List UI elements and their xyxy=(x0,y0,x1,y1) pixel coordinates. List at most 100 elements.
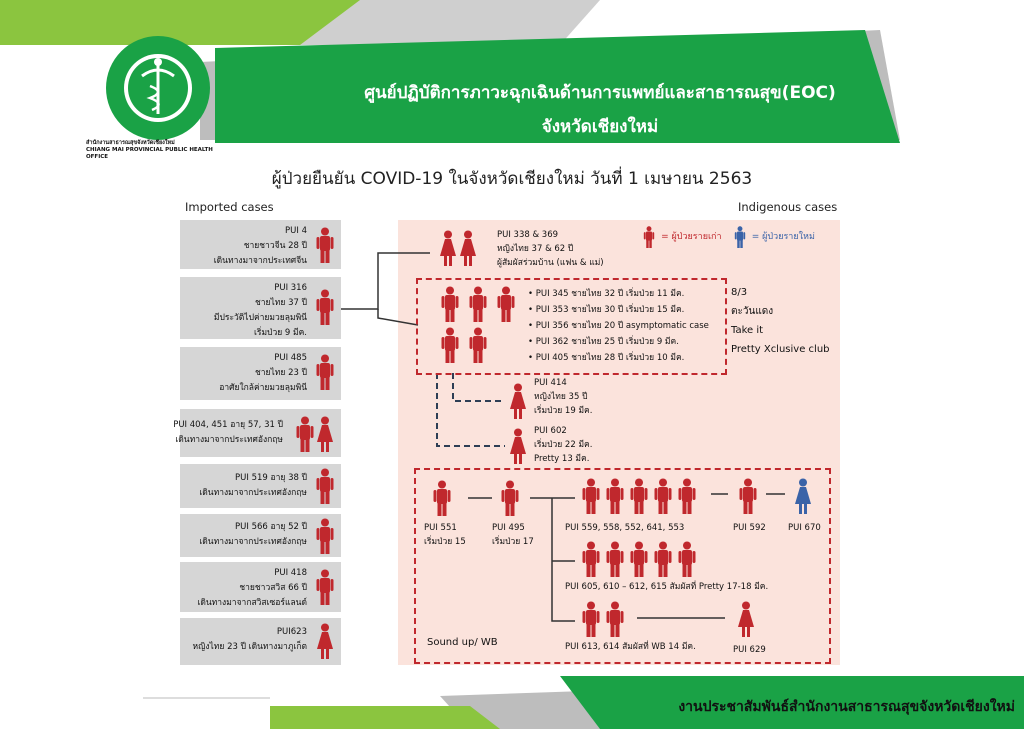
logo-caption: สำนักงานสาธารณสุขจังหวัดเชียงใหม่ CHIANG… xyxy=(86,140,226,161)
male-person-icon xyxy=(677,541,697,577)
case-line: PUI623 xyxy=(276,627,307,637)
female-person-icon xyxy=(315,416,335,452)
venue-list: 8/3 ตะวันแดง Take it Pretty Xclusive clu… xyxy=(731,283,830,359)
imported-case-pui566: PUI 566 อายุ 52 ปี เดินทางมาจากประเทศอัง… xyxy=(180,514,341,557)
case-line: เดินทางมาจากประเทศอังกฤษ xyxy=(199,488,307,498)
case-line: PUI 485 xyxy=(274,353,307,363)
pui551-line: เริ่มป่วย 15 xyxy=(424,537,466,547)
boxing-cluster-list: • PUI 345 ชายไทย 32 ปี เริ่มป่วย 11 มีค.… xyxy=(528,286,709,366)
case-414-line: PUI 414 xyxy=(534,378,567,388)
person-icons xyxy=(315,623,335,663)
male-person-icon xyxy=(315,468,335,504)
banner-title: ศูนย์ปฏิบัติการภาวะฉุกเฉินด้านการแพทย์แล… xyxy=(300,76,900,144)
logo-caption-thai: สำนักงานสาธารณสุขจังหวัดเชียงใหม่ xyxy=(86,140,175,146)
case-602-line: Pretty 13 มีค. xyxy=(534,454,590,464)
case-414-text: PUI 414 หญิงไทย 35 ปี เริ่มป่วย 19 มีค. xyxy=(534,376,592,418)
case-line: PUI 404, 451 อายุ 57, 31 ปี xyxy=(173,420,283,430)
family-line: PUI 338 & 369 xyxy=(497,230,559,240)
pui495-line: เริ่มป่วย 17 xyxy=(492,537,534,547)
connector-495-group3 xyxy=(551,498,575,622)
boxing-case-text: PUI 356 ชายไทย 20 ปี asymptomatic case xyxy=(535,321,709,331)
case-line: เดินทางมาจากประเทศจีน xyxy=(213,256,307,266)
female-person-icon xyxy=(736,601,756,637)
case-line: ชายไทย 37 ปี xyxy=(255,298,307,308)
case-line: ชายชาวจีน 28 ปี xyxy=(243,241,307,251)
boxing-cluster-figures-row1 xyxy=(440,286,516,326)
person-icons xyxy=(315,354,335,394)
case-line: ชายชาวสวิส 66 ปี xyxy=(239,583,307,593)
case-414-line: เริ่มป่วย 19 มีค. xyxy=(534,406,593,416)
imported-case-pui316: PUI 316 ชายไทย 37 ปี มีประวัติไปค่ายมวยล… xyxy=(180,277,341,339)
imported-heading: Imported cases xyxy=(185,200,274,214)
group2-figures xyxy=(581,541,697,581)
case-line: เดินทางมาจากประเทศอังกฤษ xyxy=(199,537,307,547)
dashed-connector-602 xyxy=(436,373,505,447)
person-icons xyxy=(315,468,335,508)
footer-light-band xyxy=(270,706,500,729)
boxing-case: • PUI 345 ชายไทย 32 ปี เริ่มป่วย 11 มีค. xyxy=(528,289,685,299)
case-602-text: PUI 602 เริ่มป่วย 22 มีค. Pretty 13 มีค. xyxy=(534,424,592,466)
person-icons xyxy=(315,518,335,558)
boxing-case: • PUI 356 ชายไทย 20 ปี asymptomatic case xyxy=(528,321,709,331)
case-lines: PUI 566 อายุ 52 ปี เดินทางมาจากประเทศอัง… xyxy=(199,520,307,550)
venue-item: 8/3 xyxy=(731,287,748,298)
banner-title-line2: จังหวัดเชียงใหม่ xyxy=(541,117,659,137)
pui592-figure xyxy=(738,478,758,518)
group3-label: PUI 613, 614 สัมผัสที่ WB 14 มีค. xyxy=(565,642,696,652)
case-lines: PUI 485 ชายไทย 23 ปี อาศัยใกล้ค่ายมวยลุม… xyxy=(219,351,307,396)
case-line: หญิงไทย 23 ปี เดินทางมาภูเก็ต xyxy=(192,642,307,652)
venue-item: Take it xyxy=(731,325,764,336)
female-person-icon xyxy=(315,623,335,659)
male-person-icon xyxy=(295,416,315,452)
imported-case-pui485: PUI 485 ชายไทย 23 ปี อาศัยใกล้ค่ายมวยลุม… xyxy=(180,347,341,400)
boxing-case: • PUI 362 ชายไทย 25 ปี เริ่มป่วย 9 มีค. xyxy=(528,337,679,347)
case-line: PUI 4 xyxy=(285,226,307,236)
case-line: PUI 316 xyxy=(274,283,307,293)
male-person-icon xyxy=(605,541,625,577)
case-414-line: หญิงไทย 35 ปี xyxy=(534,392,588,402)
case-line: อาศัยใกล้ค่ายมวยลุมพินี xyxy=(219,383,307,393)
case-lines: PUI 316 ชายไทย 37 ปี มีประวัติไปค่ายมวยล… xyxy=(214,281,307,341)
male-person-icon xyxy=(432,480,452,516)
person-icons xyxy=(315,289,335,329)
male-person-icon xyxy=(468,327,488,363)
family-line: ผู้สัมผัสร่วมบ้าน (แฟน & แม่) xyxy=(497,258,604,268)
male-person-icon xyxy=(653,478,673,514)
pui495-figure xyxy=(500,480,520,520)
title-banner xyxy=(215,30,900,143)
boxing-cluster-figures-row2 xyxy=(440,327,488,367)
indigenous-panel xyxy=(398,220,840,665)
male-person-icon xyxy=(496,286,516,322)
legend-new-icon xyxy=(733,226,747,248)
venue-item: Pretty Xclusive club xyxy=(731,344,830,355)
male-person-icon xyxy=(629,478,649,514)
connector-316-family xyxy=(341,252,430,310)
group1-label: PUI 559, 558, 552, 641, 553 xyxy=(565,523,685,533)
case-602-line: เริ่มป่วย 22 มีค. xyxy=(534,440,593,450)
male-person-icon xyxy=(315,227,335,263)
case-line: PUI 566 อายุ 52 ปี xyxy=(235,522,307,532)
pui592-label: PUI 592 xyxy=(733,523,766,533)
group3-figures xyxy=(581,601,625,641)
person-icons xyxy=(295,416,335,456)
pui495-line: PUI 495 xyxy=(492,523,525,533)
group1-figures xyxy=(581,478,697,518)
male-person-icon xyxy=(315,518,335,554)
pui495-text: PUI 495 เริ่มป่วย 17 xyxy=(492,521,534,549)
imported-case-pui404-451: PUI 404, 451 อายุ 57, 31 ปี เดินทางมาจาก… xyxy=(173,409,341,457)
venue-item: ตะวันแดง xyxy=(731,306,774,317)
male-person-icon xyxy=(581,601,601,637)
family-figures xyxy=(438,230,478,270)
ministry-logo xyxy=(106,36,210,140)
boxing-cluster-box xyxy=(416,278,727,375)
boxing-case: • PUI 353 ชายไทย 30 ปี เริ่มป่วย 15 มีค. xyxy=(528,305,685,315)
case-414-figure xyxy=(508,383,528,423)
legend-new-label: = ผู้ป่วยรายใหม่ xyxy=(751,232,815,242)
case-lines: PUI 519 อายุ 38 ปี เดินทางมาจากประเทศอัง… xyxy=(199,471,307,501)
pui670-figure xyxy=(793,478,813,518)
person-icons xyxy=(315,569,335,609)
pui629-label: PUI 629 xyxy=(733,645,766,655)
soundup-wb-cluster-box xyxy=(414,468,831,664)
